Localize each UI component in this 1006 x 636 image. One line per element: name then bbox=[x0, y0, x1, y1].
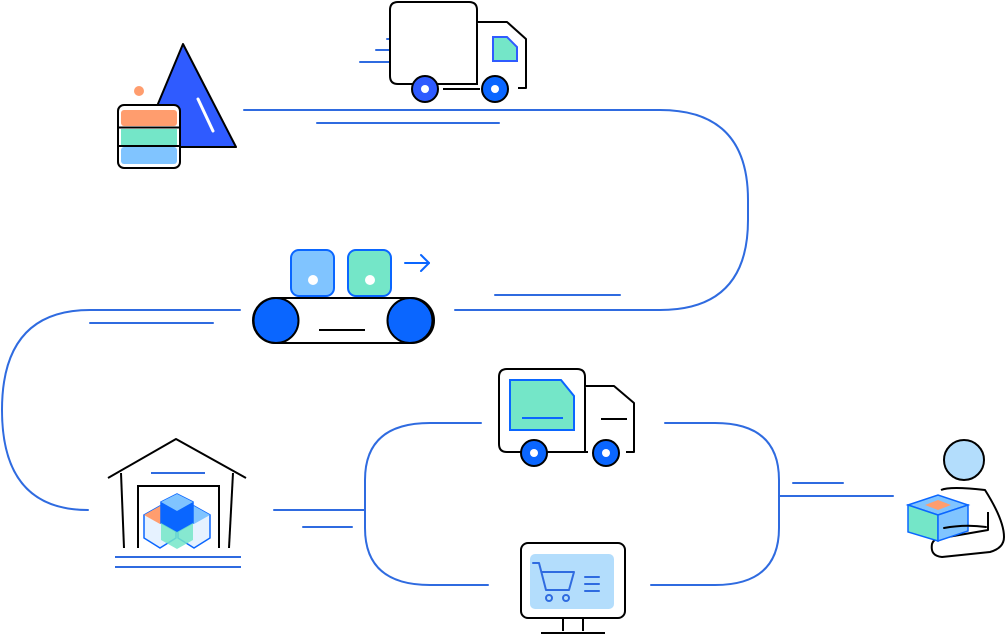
menu-lines-icon bbox=[584, 576, 600, 592]
shopping-cart-monitor-icon bbox=[520, 542, 626, 634]
connector-conveyor-to-warehouse bbox=[0, 309, 241, 511]
arrow-right-icon bbox=[404, 254, 430, 272]
delivery-truck-icon bbox=[359, 1, 527, 103]
package-box-icon bbox=[905, 494, 971, 543]
flow-connectors bbox=[0, 109, 894, 586]
cargo-truck-icon bbox=[498, 368, 635, 467]
shopping-cart-icon bbox=[532, 562, 575, 602]
conveyor-belt-icon bbox=[252, 249, 435, 344]
warehouse-icon bbox=[107, 438, 247, 568]
materials-pyramid-icon bbox=[117, 43, 237, 169]
customer-receiving-package-icon bbox=[905, 439, 1005, 558]
distribution-loop-left bbox=[364, 422, 489, 586]
stacked-boxes-icon bbox=[143, 493, 211, 549]
distribution-loop-right bbox=[650, 422, 780, 586]
connector-materials-to-conveyor bbox=[243, 109, 749, 311]
